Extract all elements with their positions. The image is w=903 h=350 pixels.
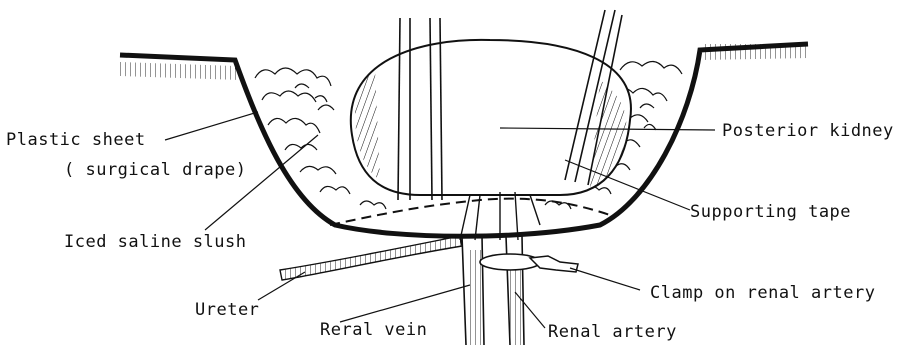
- label-clamp-on-renal-artery: Clamp on renal artery: [650, 283, 875, 303]
- clamp: [480, 254, 578, 272]
- label-ureter: Ureter: [195, 300, 259, 320]
- body-wall-left: [120, 62, 240, 80]
- renal-artery-fill: [510, 260, 522, 345]
- label-renal-vein: Reral vein: [320, 320, 427, 340]
- label-renal-artery: Renal artery: [548, 322, 677, 342]
- ureter: [280, 236, 462, 280]
- label-plastic-sheet: Plastic sheet: [6, 130, 146, 150]
- renal-vein-fill: [466, 250, 482, 345]
- label-iced-saline-slush: Iced saline slush: [64, 232, 247, 252]
- kidney: [351, 40, 631, 195]
- label-posterior-kidney: Posterior kidney: [722, 121, 894, 141]
- label-supporting-tape: Supporting tape: [690, 202, 851, 222]
- label-surgical-drape: ( surgical drape): [64, 160, 247, 180]
